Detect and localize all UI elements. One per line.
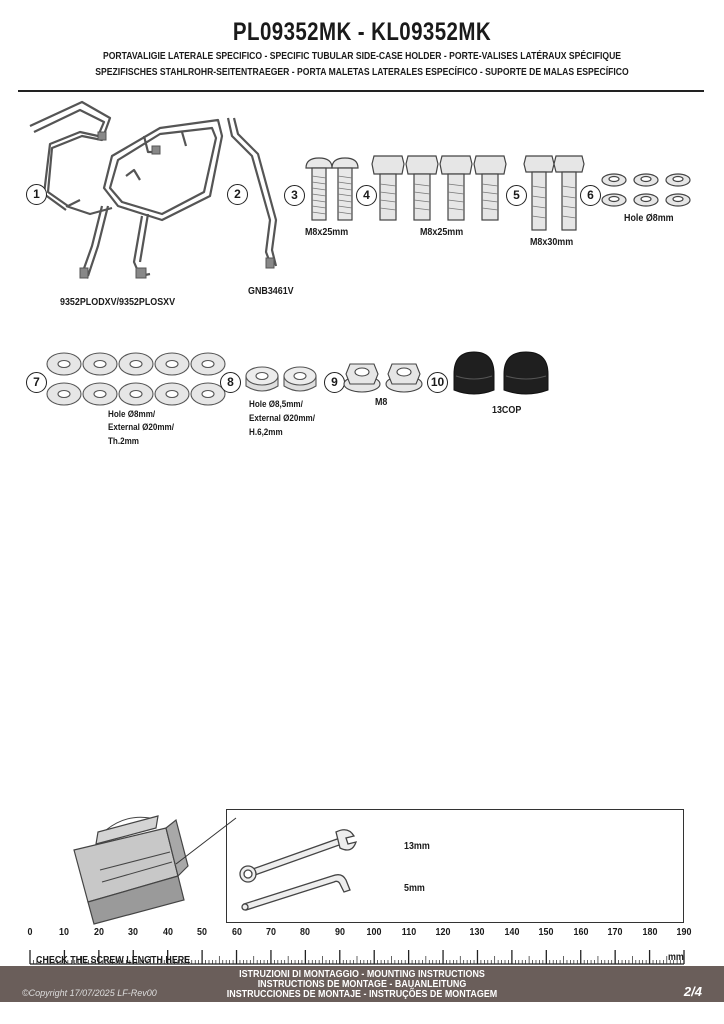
split-lock-washer-icon [601, 173, 691, 207]
ruler-tick-label: 160 [573, 926, 589, 938]
part-label-4: M8x25mm [420, 226, 464, 238]
part-number-10: 10 [427, 372, 448, 393]
ruler-tick-label: 20 [93, 926, 104, 938]
ruler-tick-labels: 0 10 20 30 40 50 60 70 80 90 100 110 120 130 140 150 160… [0, 926, 724, 940]
document-title: PL09352MK - KL09352MK [232, 18, 492, 46]
measuring-ruler [29, 950, 685, 965]
flange-nut-icon [343, 363, 423, 393]
part-label-9: M8 [375, 396, 388, 408]
ruler-caption: CHECK THE SCREW LENGTH HERE [36, 954, 191, 966]
ruler-tick-label: 180 [642, 926, 658, 938]
ruler-unit: mm [668, 951, 684, 963]
ruler-tick-label: 110 [401, 926, 416, 938]
tools-panel [226, 809, 684, 923]
part-number-5: 5 [506, 185, 527, 206]
copyright-text: ©Copyright 17/07/2025 LF-Rev00 [22, 988, 157, 998]
header-divider [18, 90, 704, 92]
hex-bolt-icon [371, 155, 507, 221]
ruler-tick-label: 80 [300, 926, 311, 938]
footer-line-1: ISTRUZIONI DI MONTAGGIO - MOUNTING INSTR… [239, 968, 485, 980]
footer-bar [0, 966, 724, 1002]
ruler-tick-label: 10 [59, 926, 70, 938]
part-label-5: M8x30mm [530, 236, 574, 248]
ruler-tick-label: 70 [265, 926, 276, 938]
part-number-4: 4 [356, 185, 377, 206]
ruler-tick-label: 90 [334, 926, 345, 938]
footer-line-3: INSTRUCCIONES DE MONTAJE - INSTRUÇÕES DE… [226, 988, 498, 1000]
ruler-tick-label: 40 [162, 926, 173, 938]
part-label-7-line-1: Hole Ø8mm/ [108, 409, 156, 420]
part-number-8: 8 [220, 372, 241, 393]
ruler-tick-label: 50 [197, 926, 208, 938]
part-label-7-line-2: External Ø20mm/ [108, 422, 174, 433]
part-label-2: GNB3461V [248, 285, 294, 297]
wrench-icon [239, 829, 357, 883]
part-number-6: 6 [580, 185, 601, 206]
ruler-tick-label: 140 [504, 926, 520, 938]
button-head-screw-icon [305, 157, 359, 221]
ruler-tick-label: 170 [607, 926, 623, 938]
part-label-7-line-3: Th.2mm [108, 436, 139, 447]
ruler-tick-label: 150 [538, 926, 554, 938]
part-number-2: 2 [227, 184, 248, 205]
ruler-tick-label: 0 [27, 926, 33, 938]
part-number-7: 7 [26, 372, 47, 393]
part-label-1: 9352PLODXV/9352PLOSXV [60, 296, 176, 308]
part-label-8-line-2: External Ø20mm/ [249, 413, 315, 424]
part-label-8-line-3: H.6,2mm [249, 427, 283, 438]
ruler-tick-label: 30 [128, 926, 139, 938]
ruler-tick-label: 100 [366, 926, 382, 938]
allen-key-icon [241, 874, 351, 911]
toolbox-icon [73, 815, 237, 925]
ruler-tick-label: 60 [231, 926, 242, 938]
bent-bracket-illustration [226, 117, 278, 269]
thick-spacer-icon [245, 366, 317, 392]
subtitle-line-2: SPEZIFISCHES STAHLROHR-SEITENTRAEGER - P… [95, 66, 629, 78]
page-number: 2/4 [683, 984, 702, 999]
long-hex-bolt-icon [523, 155, 585, 231]
tubular-frame-illustration [29, 100, 224, 279]
footer-line-2: INSTRUCTIONS DE MONTAGE - BAUANLEITUNG [257, 978, 467, 990]
cap-cover-icon [453, 351, 549, 395]
part-label-6: Hole Ø8mm [624, 212, 674, 224]
flat-washer-icon [46, 352, 226, 406]
ruler-tick-label: 130 [470, 926, 485, 938]
part-label-8-line-1: Hole Ø8,5mm/ [249, 399, 303, 410]
part-number-3: 3 [284, 185, 305, 206]
part-number-1: 1 [26, 184, 47, 205]
part-label-10: 13COP [492, 404, 522, 416]
part-label-3: M8x25mm [305, 226, 349, 238]
subtitle-line-1: PORTAVALIGIE LATERALE SPECIFICO - SPECIF… [102, 50, 622, 62]
allen-key-size-label: 5mm [404, 882, 425, 894]
ruler-tick-label: 190 [676, 926, 692, 938]
wrench-size-label: 13mm [404, 840, 430, 852]
ruler-tick-label: 120 [435, 926, 451, 938]
